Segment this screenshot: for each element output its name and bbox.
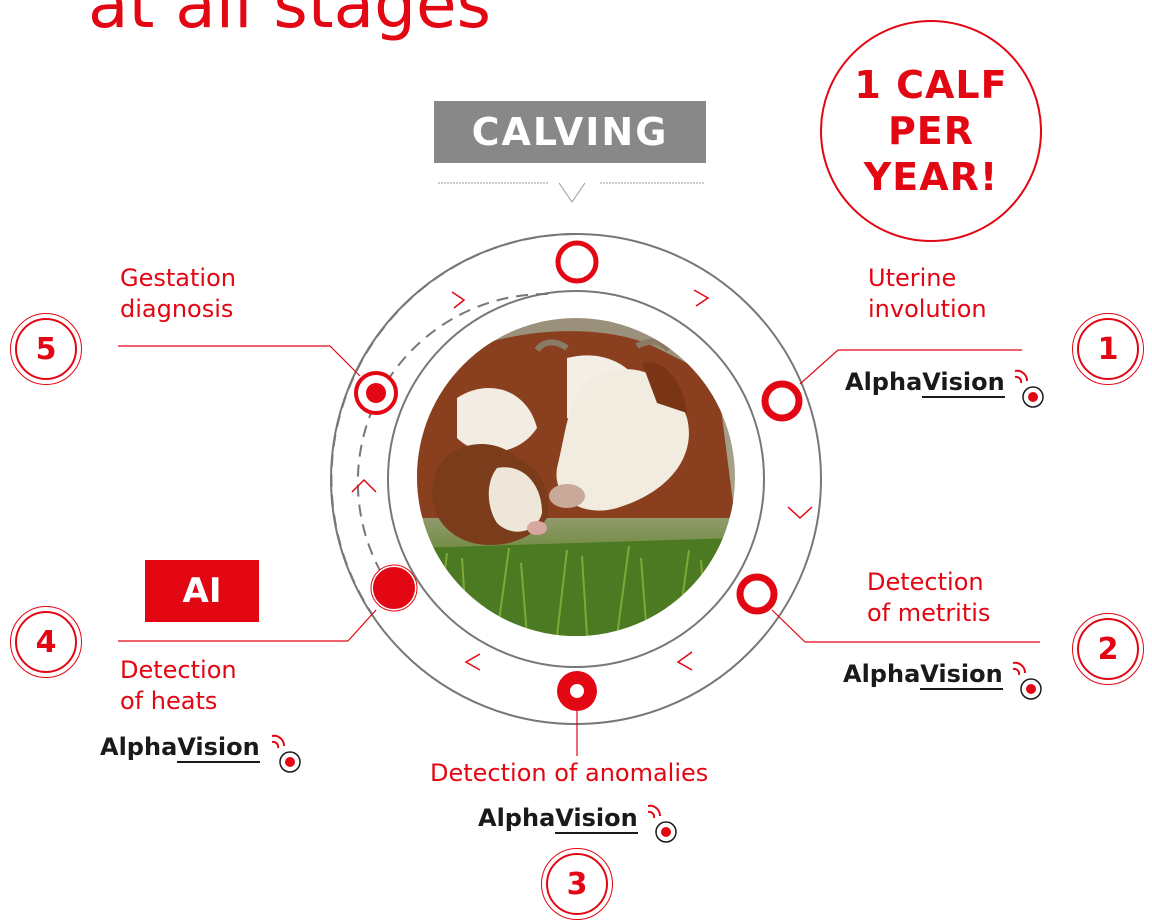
alphavision-pin-signal-icon xyxy=(1012,661,1042,700)
brand-part-a: Alpha xyxy=(843,660,921,688)
stage-1-marker xyxy=(761,380,803,422)
ai-tag: AI xyxy=(145,560,259,622)
stage-2-label: Detection of metritis xyxy=(867,567,990,629)
calving-pointer xyxy=(558,182,586,203)
chevron-icon xyxy=(464,653,481,671)
chevron-icon xyxy=(451,291,466,309)
stage-4-marker xyxy=(371,565,417,611)
gestation-dashed-outer-arc xyxy=(330,233,577,615)
stage-4-label-line-1: Detection xyxy=(120,656,237,684)
chevron-icon xyxy=(693,289,710,307)
stage-5-label-line-1: Gestation xyxy=(120,264,236,292)
chevron-icon xyxy=(787,506,813,520)
stage-3-label: Detection of anomalies xyxy=(430,759,709,787)
stage-4-number: 4 xyxy=(15,611,77,673)
brand-part-a: Alpha xyxy=(100,733,178,761)
stage-1-brand: AlphaVision xyxy=(845,368,1005,398)
stage-2-label-line-1: Detection xyxy=(867,568,984,596)
stage-2-brand: AlphaVision xyxy=(843,660,1003,690)
stage-2-number: 2 xyxy=(1077,618,1139,680)
brand-part-b: Vision xyxy=(920,660,1003,690)
alphavision-pin-signal-icon xyxy=(271,734,301,773)
chevron-icon xyxy=(351,478,377,493)
stage-5-label-line-2: diagnosis xyxy=(120,295,234,323)
chevron-icon xyxy=(676,651,693,671)
stage-5-label: Gestation diagnosis xyxy=(120,263,236,325)
badge-line-1: 1 CALF xyxy=(854,63,1008,107)
stage-2-label-line-2: of metritis xyxy=(867,599,991,627)
stage-2-number-badge: 2 xyxy=(1072,613,1144,685)
stage-1-label-line-2: involution xyxy=(868,295,987,323)
stage-4-number-badge: 4 xyxy=(10,606,82,678)
alphavision-pin-signal-icon xyxy=(647,804,677,843)
stage-4-label-line-2: of heats xyxy=(120,687,218,715)
alphavision-pin-signal-icon xyxy=(1014,369,1044,408)
stage-4-brand: AlphaVision xyxy=(100,733,260,763)
stage-2-marker xyxy=(736,573,778,615)
stage-5-number: 5 xyxy=(15,318,77,380)
brand-part-b: Vision xyxy=(177,733,260,763)
stage-1-number-badge: 1 xyxy=(1072,313,1144,385)
calving-label: CALVING xyxy=(434,101,706,163)
badge-line-2: PER xyxy=(887,109,975,153)
brand-part-a: Alpha xyxy=(845,368,923,396)
inner-cycle-ring xyxy=(387,290,765,668)
stage-3-number-badge: 3 xyxy=(541,848,613,920)
brand-part-a: Alpha xyxy=(478,804,556,832)
brand-part-b: Vision xyxy=(555,804,638,834)
badge-line-3: YEAR! xyxy=(863,155,999,199)
stage-1-label-line-1: Uterine xyxy=(868,264,957,292)
stage-1-label: Uterine involution xyxy=(868,263,987,325)
stage-3-brand: AlphaVision xyxy=(478,804,638,834)
stage-5-number-badge: 5 xyxy=(10,313,82,385)
brand-part-b: Vision xyxy=(922,368,1005,398)
calf-per-year-badge: 1 CALF PER YEAR! xyxy=(820,20,1042,242)
calving-marker xyxy=(555,240,599,284)
stage-1-number: 1 xyxy=(1077,318,1139,380)
stage-3-number: 3 xyxy=(546,853,608,915)
page-title: at all stages xyxy=(88,0,491,43)
cow-calf-photo xyxy=(417,318,735,636)
stage-4-label: Detection of heats xyxy=(120,655,237,717)
